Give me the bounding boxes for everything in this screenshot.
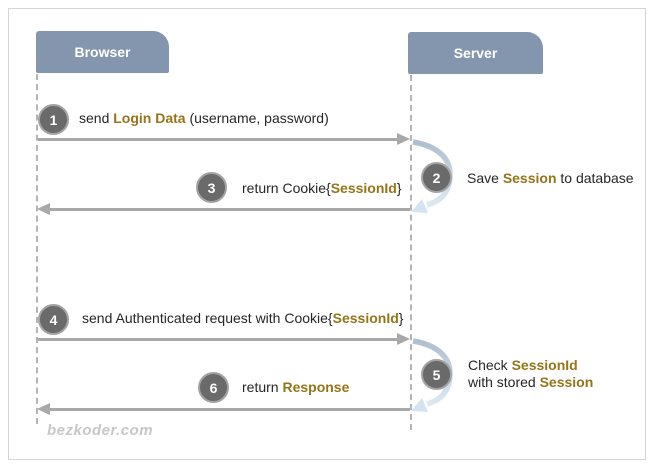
msg-3-text-post: } (396, 180, 402, 196)
actor-server: Server (408, 32, 543, 74)
actor-browser: Browser (36, 31, 169, 73)
msg-5-label: Check SessionId with stored Session (468, 357, 593, 391)
watermark: bezkoder.com (47, 422, 154, 439)
step-4-number-label: 4 (49, 311, 58, 328)
msg-6-label: return Response (242, 379, 349, 396)
msg-6-text-pre: return (242, 379, 283, 395)
msg-1-text-em: Login Data (113, 110, 186, 126)
msg-2-text-pre: Save (467, 170, 503, 186)
msg-3-text-pre: return Cookie{ (242, 180, 331, 196)
msg-1-text-post: (username, password) (185, 110, 329, 126)
msg-6-arrowhead-icon (37, 403, 50, 415)
msg-3-text-em: SessionId (330, 180, 397, 196)
step-2-number-label: 2 (432, 169, 441, 186)
msg-1-arrowhead-icon (397, 133, 410, 145)
msg-6-text-em: Response (282, 379, 350, 395)
actor-browser-label: Browser (74, 44, 131, 60)
step-6-number-label: 6 (209, 379, 218, 396)
msg-4-arrowhead-icon (397, 333, 410, 345)
msg-4-text-em: SessionId (332, 310, 399, 326)
msg-6-arrow-line (50, 408, 410, 411)
msg-5-line1-em: SessionId (511, 357, 578, 373)
msg-1-label: send Login Data (username, password) (79, 110, 329, 127)
lifeline-browser (36, 74, 38, 424)
msg-4-label: send Authenticated request with Cookie{S… (82, 310, 403, 327)
msg-4-text-post: } (398, 310, 404, 326)
step-3-number: 3 (196, 172, 227, 203)
step-4-number: 4 (38, 304, 69, 335)
msg-3-arrowhead-icon (37, 203, 50, 215)
lifeline-server (410, 75, 412, 430)
msg-5-line1-pre: Check (468, 357, 512, 373)
msg-3-label: return Cookie{SessionId} (242, 180, 402, 197)
msg-1-text-pre: send (79, 110, 114, 126)
msg-4-arrow-line (38, 338, 397, 341)
msg-4-text-pre: send Authenticated request with Cookie{ (82, 310, 333, 326)
msg-5-line2-pre: with stored (468, 374, 540, 390)
step-1-number-label: 1 (49, 111, 58, 128)
step-1-number: 1 (38, 104, 69, 135)
step-2-number: 2 (421, 162, 452, 193)
actor-server-label: Server (453, 45, 498, 61)
msg-5-line2-em: Session (539, 374, 594, 390)
msg-2-text-em: Session (502, 170, 557, 186)
diagram-frame: Browser Server 1 send Login Data (userna… (8, 8, 646, 460)
msg-3-arrow-line (50, 208, 410, 211)
msg-1-arrow-line (38, 138, 397, 141)
step-3-number-label: 3 (207, 179, 216, 196)
msg-2-label: Save Session to database (467, 170, 634, 187)
msg-2-text-post: to database (556, 170, 634, 186)
step-5-number-label: 5 (432, 366, 441, 383)
step-5-number: 5 (421, 359, 452, 390)
step-6-number: 6 (198, 372, 229, 403)
